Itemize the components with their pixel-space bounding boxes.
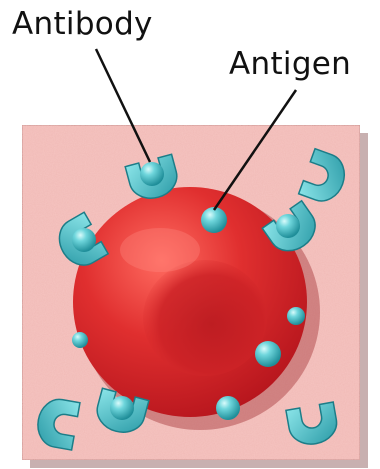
- antigen-lower-right: [255, 341, 281, 367]
- antigen-bottom-left: [110, 396, 134, 420]
- antigen-right-edge: [287, 307, 305, 325]
- antigen-upper-center: [201, 207, 227, 233]
- antigen-right: [276, 214, 300, 238]
- antigen-bottom: [216, 396, 240, 420]
- antigen-left-edge: [72, 332, 88, 348]
- antigen-top: [140, 162, 164, 186]
- antigen-left: [72, 228, 96, 252]
